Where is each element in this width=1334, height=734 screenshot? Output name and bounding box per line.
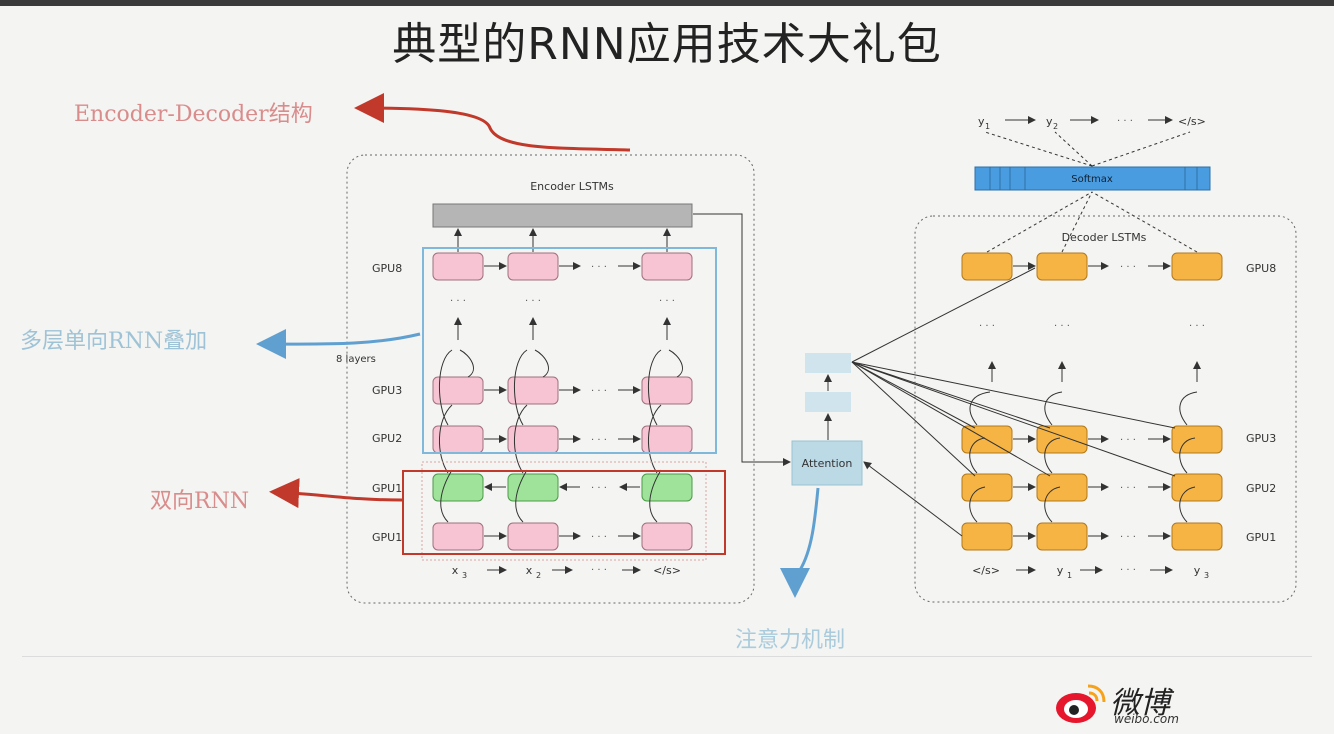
bidirectional-annotation: 双向RNN [150, 489, 250, 514]
enc-gpu3-cell-1 [432, 376, 484, 405]
encoder-decoder-annotation: Encoder-Decoder结构 [74, 102, 313, 127]
encoder-gpu3-label: GPU3 [372, 384, 402, 397]
dec-gpu1-cell-1 [961, 522, 1013, 551]
softmax-bar [974, 166, 1211, 191]
enc-gpu1b-cell-2 [507, 473, 559, 502]
decoder-gpu8-label: GPU8 [1246, 262, 1276, 275]
encoder-container [346, 154, 755, 604]
dec-output-2-sub: 2 [1053, 122, 1058, 131]
dec-input-ellipsis: · · · [1120, 565, 1136, 576]
dec-dots-2: · · · [1054, 321, 1070, 332]
enc-dots-1: · · · [450, 296, 466, 307]
dec-gpu8-cell-1 [961, 252, 1013, 281]
dec-dots-3: · · · [1189, 321, 1205, 332]
decoder-to-attention-line [863, 461, 963, 537]
enc-input-ellipsis: · · · [591, 565, 607, 576]
enc-gpu1b-ellipsis: · · · [591, 483, 607, 494]
dec-gpu2-cell-3 [1171, 473, 1223, 502]
encoder-to-attention-line [693, 213, 791, 466]
encoder-gpu1b-label: GPU1 [372, 482, 402, 495]
dec-gpu1-cell-3 [1171, 522, 1223, 551]
enc-input-3: </s> [653, 564, 681, 577]
attention-annotation: 注意力机制 [735, 628, 846, 653]
attention-stack-2 [805, 353, 851, 373]
enc-gpu8-cell-2 [507, 252, 559, 281]
multilayer-annotation: 多层单向RNN叠加 [20, 329, 208, 354]
enc-gpu3-cell-2 [507, 376, 559, 405]
attention-box [791, 440, 863, 486]
encoder-layers-label: 8 layers [336, 354, 376, 365]
dec-gpu8-cell-2 [1036, 252, 1088, 281]
attention-arrow [780, 487, 820, 598]
dec-input-2-sub: 1 [1067, 571, 1072, 580]
dec-gpu8-cell-3 [1171, 252, 1223, 281]
dec-gpu2-cell-1 [961, 473, 1013, 502]
encoder-title: Encoder LSTMs [530, 180, 614, 193]
bidirectional-highlight-box [402, 470, 726, 555]
dec-gpu1-ellipsis: · · · [1120, 532, 1136, 543]
enc-gpu3-cell-3 [641, 376, 693, 405]
enc-gpu1b-cell-1 [432, 473, 484, 502]
dec-gpu3-ellipsis: · · · [1120, 435, 1136, 446]
enc-gpu1-cell-2 [507, 522, 559, 551]
multilayer-arrow [256, 329, 421, 360]
dec-output-3: </s> [1178, 115, 1206, 128]
enc-gpu2-ellipsis: · · · [591, 435, 607, 446]
dec-input-1: </s> [972, 564, 1000, 577]
enc-gpu1-ellipsis: · · · [591, 532, 607, 543]
enc-dots-3: · · · [659, 296, 675, 307]
enc-input-1-sub: 3 [462, 571, 467, 580]
dec-gpu2-cell-2 [1036, 473, 1088, 502]
dec-dots-1: · · · [979, 321, 995, 332]
dec-gpu8-ellipsis: · · · [1120, 262, 1136, 273]
dec-input-2: y [1057, 564, 1064, 577]
enc-gpu1-cell-3 [641, 522, 693, 551]
enc-gpu3-ellipsis: · · · [591, 386, 607, 397]
bidirectional-dotted-band [421, 461, 707, 561]
enc-gpu1b-cell-3 [641, 473, 693, 502]
dec-input-3: y [1194, 564, 1201, 577]
slide-title: 典型的RNN应用技术大礼包 [392, 19, 942, 70]
enc-input-2-sub: 2 [536, 571, 541, 580]
dec-output-1-sub: 1 [985, 122, 990, 131]
encoder-output-bar [432, 203, 693, 228]
dec-output-2: y [1046, 115, 1053, 128]
dec-gpu1-cell-2 [1036, 522, 1088, 551]
enc-gpu8-cell-1 [432, 252, 484, 281]
bidirectional-arrow [269, 478, 403, 509]
enc-input-2: x [526, 564, 533, 577]
encoder-gpu1-label: GPU1 [372, 531, 402, 544]
decoder-gpu1-label: GPU1 [1246, 531, 1276, 544]
decoder-gpu2-label: GPU2 [1246, 482, 1276, 495]
enc-input-1: x [452, 564, 459, 577]
enc-dots-2: · · · [525, 296, 541, 307]
dec-gpu3-cell-3 [1171, 425, 1223, 454]
enc-gpu8-ellipsis: · · · [591, 262, 607, 273]
decoder-gpu3-label: GPU3 [1246, 432, 1276, 445]
footer-divider [22, 656, 1312, 657]
weibo-logo-text: 微博 [1110, 686, 1170, 721]
dec-output-ellipsis: · · · [1117, 116, 1133, 127]
enc-gpu1-cell-1 [432, 522, 484, 551]
attention-label: Attention [802, 457, 853, 470]
encoder-gpu8-label: GPU8 [372, 262, 402, 275]
dec-output-1: y [978, 115, 985, 128]
attention-stack-1 [805, 392, 851, 412]
decoder-title: Decoder LSTMs [1062, 231, 1147, 244]
dec-gpu2-ellipsis: · · · [1120, 483, 1136, 494]
softmax-label: Softmax [1071, 174, 1113, 185]
enc-gpu8-cell-3 [641, 252, 693, 281]
weibo-logo-url: weibo.com [1114, 712, 1179, 726]
encoder-decoder-arrow [354, 93, 631, 152]
dec-gpu3-cell-2 [1036, 425, 1088, 454]
multilayer-highlight-box [422, 247, 717, 454]
dec-input-3-sub: 3 [1204, 571, 1209, 580]
weibo-logo-icon [1056, 684, 1106, 723]
top-bar [0, 0, 1334, 6]
encoder-gpu2-label: GPU2 [372, 432, 402, 445]
